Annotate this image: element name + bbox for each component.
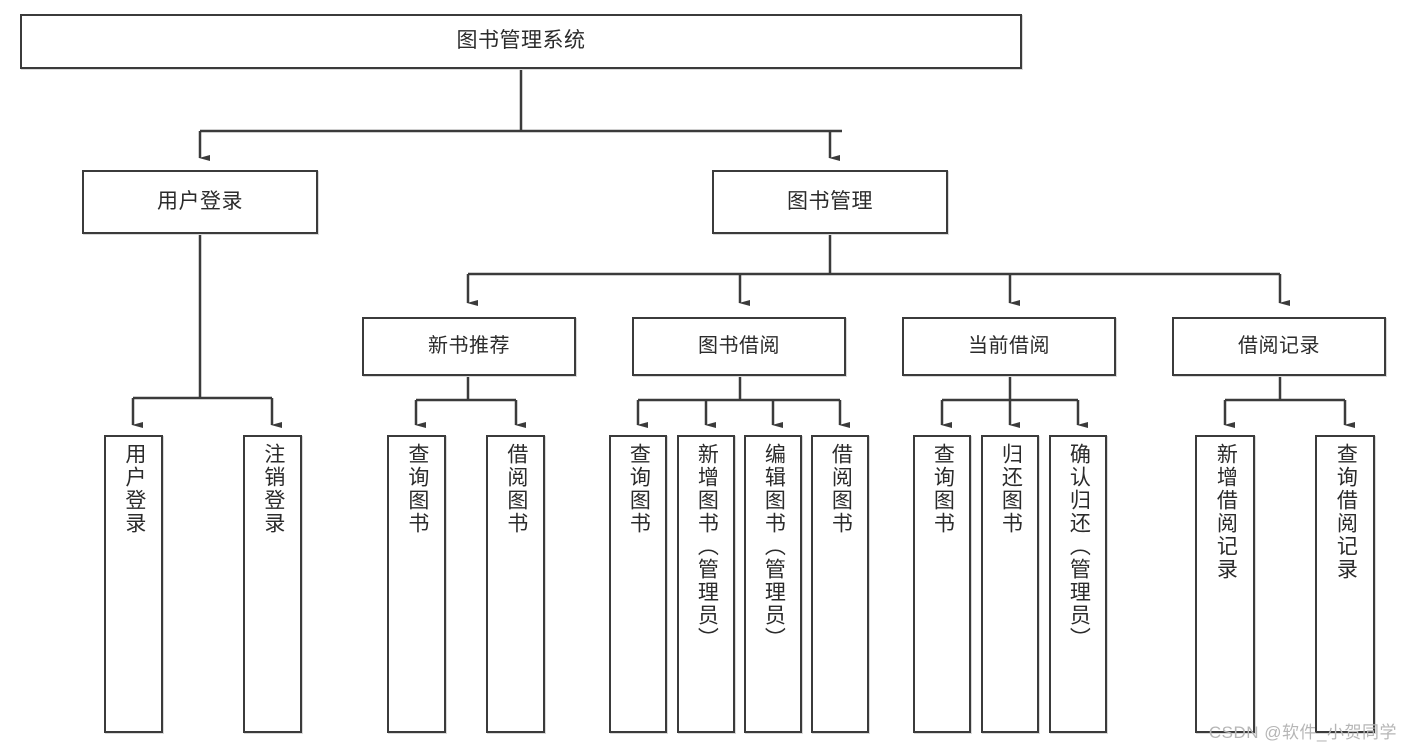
node-leaf-query-book-2-label: 查询图书: [627, 443, 651, 535]
node-leaf-return-book-label: 归还图书: [999, 443, 1023, 535]
node-leaf-return-book[interactable]: 归还图书: [981, 435, 1039, 733]
node-current-borrow[interactable]: 当前借阅: [902, 317, 1116, 376]
node-leaf-borrow-book-1-label: 借阅图书: [504, 443, 528, 535]
node-leaf-borrow-book-2[interactable]: 借阅图书: [811, 435, 869, 733]
node-leaf-edit-book[interactable]: 编辑图书（管理员）: [744, 435, 802, 733]
node-leaf-query-book-1-label: 查询图书: [405, 443, 429, 535]
node-leaf-borrow-book-1[interactable]: 借阅图书: [486, 435, 545, 733]
node-book-management[interactable]: 图书管理: [712, 170, 948, 234]
node-leaf-query-book-2[interactable]: 查询图书: [609, 435, 667, 733]
node-leaf-query-book-1[interactable]: 查询图书: [387, 435, 446, 733]
node-user-login-label: 用户登录: [157, 189, 243, 213]
node-leaf-query-book-3-label: 查询图书: [931, 443, 955, 535]
node-leaf-add-record[interactable]: 新增借阅记录: [1195, 435, 1255, 733]
node-root-system-label: 图书管理系统: [456, 29, 586, 53]
node-root-system[interactable]: 图书管理系统: [20, 14, 1022, 69]
node-book-borrow-label: 图书借阅: [698, 335, 780, 357]
node-current-borrow-label: 当前借阅: [968, 335, 1050, 357]
node-leaf-user-login-label: 用户登录: [122, 443, 146, 535]
watermark-text: CSDN @软件_小贺同学: [1208, 723, 1397, 742]
node-leaf-add-book[interactable]: 新增图书（管理员）: [677, 435, 735, 733]
node-leaf-borrow-book-2-label: 借阅图书: [829, 443, 853, 535]
node-borrow-record-label: 借阅记录: [1238, 335, 1320, 357]
node-book-borrow[interactable]: 图书借阅: [632, 317, 846, 376]
node-new-book-recommend-label: 新书推荐: [428, 335, 510, 357]
node-leaf-confirm-return-label: 确认归还（管理员）: [1067, 443, 1091, 650]
node-book-management-label: 图书管理: [787, 189, 873, 213]
node-leaf-query-record[interactable]: 查询借阅记录: [1315, 435, 1375, 733]
node-leaf-edit-book-label: 编辑图书（管理员）: [762, 443, 786, 650]
node-borrow-record[interactable]: 借阅记录: [1172, 317, 1386, 376]
node-leaf-user-login[interactable]: 用户登录: [104, 435, 163, 733]
node-leaf-query-record-label: 查询借阅记录: [1334, 443, 1358, 581]
node-leaf-user-logout-label: 注销登录: [261, 443, 285, 535]
node-user-login[interactable]: 用户登录: [82, 170, 318, 234]
node-leaf-confirm-return[interactable]: 确认归还（管理员）: [1049, 435, 1107, 733]
node-leaf-user-logout[interactable]: 注销登录: [243, 435, 302, 733]
node-leaf-query-book-3[interactable]: 查询图书: [913, 435, 971, 733]
node-new-book-recommend[interactable]: 新书推荐: [362, 317, 576, 376]
node-leaf-add-book-label: 新增图书（管理员）: [695, 443, 719, 650]
node-leaf-add-record-label: 新增借阅记录: [1214, 443, 1238, 581]
